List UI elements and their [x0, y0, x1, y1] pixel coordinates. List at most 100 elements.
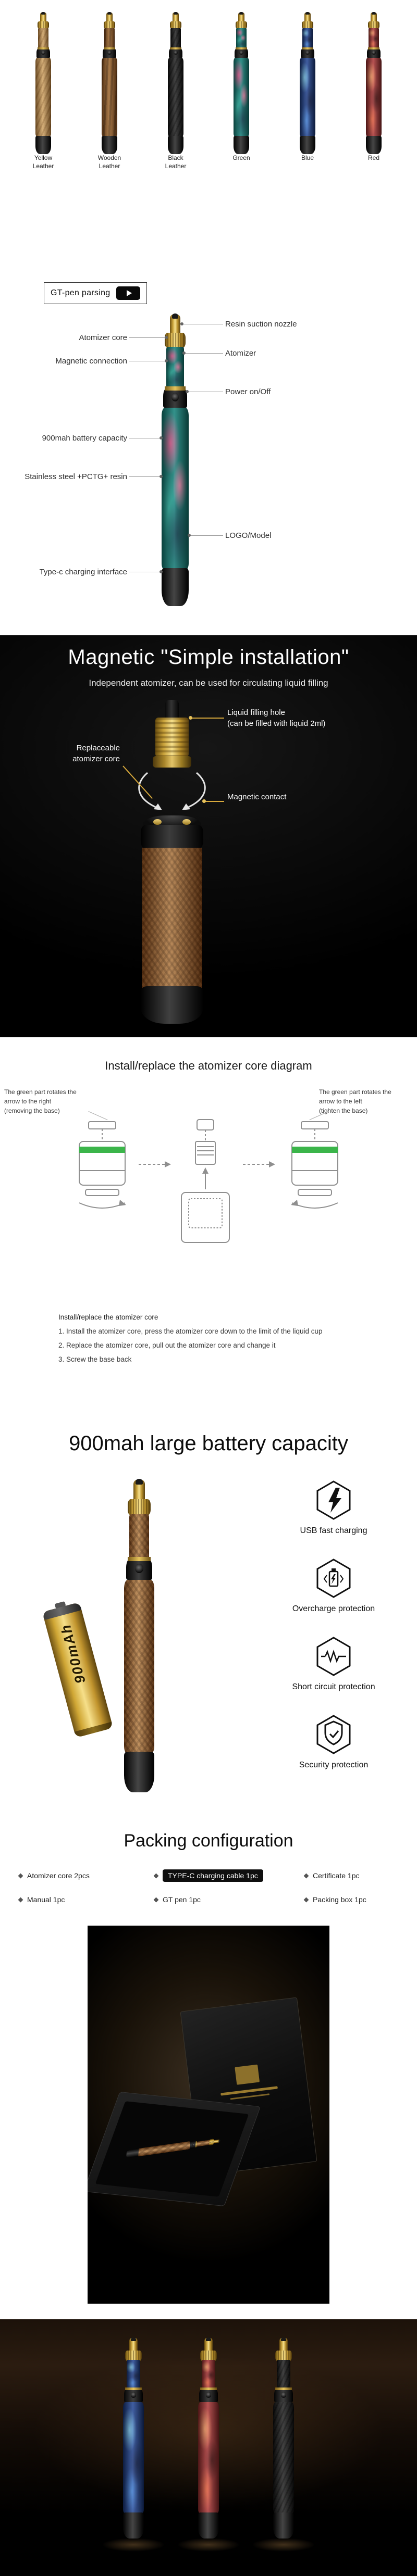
variant-label-yellow-leather: Yellow Leather [32, 154, 54, 170]
callout-dot [160, 436, 163, 439]
feature-label: Security protection [299, 1761, 369, 1769]
boxed-pen-image [126, 2133, 220, 2162]
lightning-icon [316, 1480, 351, 1520]
diamond-bullet-icon [303, 1897, 309, 1902]
section-title: Magnetic "Simple installation" [68, 646, 349, 669]
pen-blue [293, 11, 322, 154]
pen-wooden-leather [95, 11, 124, 154]
note-line: The green part rotates the [4, 1088, 77, 1096]
gt-pen-parsing-badge: GT-pen parsing [44, 282, 148, 304]
battery-overcharge-icon [316, 1559, 351, 1598]
callout-line [186, 353, 223, 354]
variant-label-wooden-leather: Wooden Leather [97, 154, 121, 170]
label-line: Replaceable [76, 744, 120, 752]
shield-check-icon [316, 1715, 351, 1754]
variant-label-green: Green [232, 154, 250, 161]
pen-body-image [141, 815, 203, 1024]
note-line: (removing the base) [4, 1107, 60, 1114]
note-line: (tighten the base) [319, 1107, 368, 1114]
callout-dot [189, 716, 192, 720]
callout-type-c-interface: Type-c charging interface [39, 568, 127, 576]
packing-item-packing-box: Packing box 1pc [303, 1895, 366, 1904]
floor-glow [177, 2538, 240, 2552]
play-button[interactable] [116, 286, 141, 300]
lid-logo [235, 2064, 260, 2085]
feature-usb-fast-charging: USB fast charging [281, 1480, 386, 1536]
note-line: arrow to the right [4, 1098, 52, 1105]
callout-line [205, 801, 224, 802]
callout-logo-model: LOGO/Model [225, 531, 272, 540]
pen-yellow-leather [29, 11, 58, 154]
showcase-pen-red [188, 2337, 229, 2539]
callout-atomizer: Atomizer [225, 349, 256, 358]
magnetic-contact-dot [182, 819, 191, 825]
callout-stainless-pctg-resin: Stainless steel +PCTG+ resin [24, 472, 127, 481]
packaging-box-photo [88, 1926, 329, 2304]
note-line: arrow to the left [319, 1098, 362, 1105]
play-icon [126, 290, 132, 296]
floor-glow [252, 2538, 315, 2552]
feature-label: USB fast charging [300, 1526, 367, 1535]
diamond-bullet-icon [303, 1873, 309, 1878]
step-1: 1. Install the atomizer core, press the … [58, 1327, 323, 1335]
note-line: The green part rotates the [319, 1088, 391, 1096]
diamond-bullet-icon [153, 1897, 159, 1902]
diamond-bullet-icon [153, 1873, 159, 1878]
magnetic-installation-section: Magnetic "Simple installation" Independe… [0, 635, 417, 1037]
install-diagram-section: Install/replace the atomizer core diagra… [0, 1037, 417, 1402]
diamond-bullet-icon [18, 1873, 23, 1878]
hero-pen [149, 313, 201, 606]
variant-label-blue: Blue [301, 154, 314, 161]
label-line: Magnetic contact [227, 793, 287, 801]
color-variants-section: Yellow Leather Wooden Leather Black Leat… [0, 0, 417, 281]
packing-item-label: Atomizer core 2pcs [27, 1871, 90, 1880]
callout-dot [182, 351, 186, 355]
packing-item-label: Manual 1pc [27, 1895, 65, 1904]
callout-battery-capacity: 900mah battery capacity [42, 434, 127, 443]
install-diagram [79, 1119, 338, 1243]
short-circuit-icon [316, 1637, 351, 1676]
callout-dot [160, 475, 163, 478]
packing-item-gt-pen: GT pen 1pc [153, 1895, 201, 1904]
section-subtitle: Independent atomizer, can be used for ci… [89, 678, 328, 688]
showcase-pen-black [263, 2337, 304, 2539]
showcase-section [0, 2319, 417, 2576]
callout-dot [160, 570, 163, 573]
step-2: 2. Replace the atomizer core, pull out t… [58, 1341, 276, 1349]
steps-title: Install/replace the atomizer core [58, 1313, 158, 1321]
variant-label-red: Red [367, 154, 379, 161]
label-liquid-filling-hole: Liquid filling hole (can be filled with … [227, 707, 325, 729]
section-title: 900mah large battery capacity [69, 1432, 348, 1455]
feature-label: Overcharge protection [292, 1604, 375, 1613]
section-title: Packing configuration [124, 1831, 293, 1851]
label-line: Liquid filling hole [227, 708, 285, 717]
label-line: (can be filled with liquid 2ml) [227, 719, 326, 728]
callout-dot [165, 359, 168, 362]
section-title: Install/replace the atomizer core diagra… [105, 1059, 312, 1072]
lid-deco-line [230, 2093, 270, 2100]
atomizer-core-image [153, 700, 191, 768]
pen-black-leather [161, 11, 190, 154]
callout-power-on-off: Power on/Off [225, 387, 271, 396]
step-3: 3. Screw the base back [58, 1355, 132, 1363]
packing-item-label: Certificate 1pc [313, 1871, 360, 1880]
pen-green [227, 11, 256, 154]
label-replaceable-atomizer-core: Replaceable atomizer core [72, 743, 120, 764]
callout-resin-suction-nozzle: Resin suction nozzle [225, 320, 297, 329]
label-line: atomizer core [72, 755, 120, 763]
battery-capacity-label: 900mAh [57, 1622, 89, 1686]
note-rotate-right: The green part rotates the arrow to the … [4, 1087, 92, 1115]
callout-dot [202, 799, 206, 803]
curved-arrows-down-icon [138, 772, 206, 810]
showcase-pen-blue [113, 2337, 154, 2539]
box-bottom [88, 2091, 261, 2207]
gt-pen-parsing-section: GT-pen parsing Resin suction nozzle Atom… [0, 281, 417, 635]
pen-red [359, 11, 388, 154]
label-magnetic-contact: Magnetic contact [227, 791, 286, 802]
callout-dot [188, 534, 191, 537]
diamond-bullet-icon [18, 1897, 23, 1902]
floor-glow [102, 2538, 165, 2552]
packing-item-label: Packing box 1pc [313, 1895, 366, 1904]
callout-line [129, 337, 166, 338]
